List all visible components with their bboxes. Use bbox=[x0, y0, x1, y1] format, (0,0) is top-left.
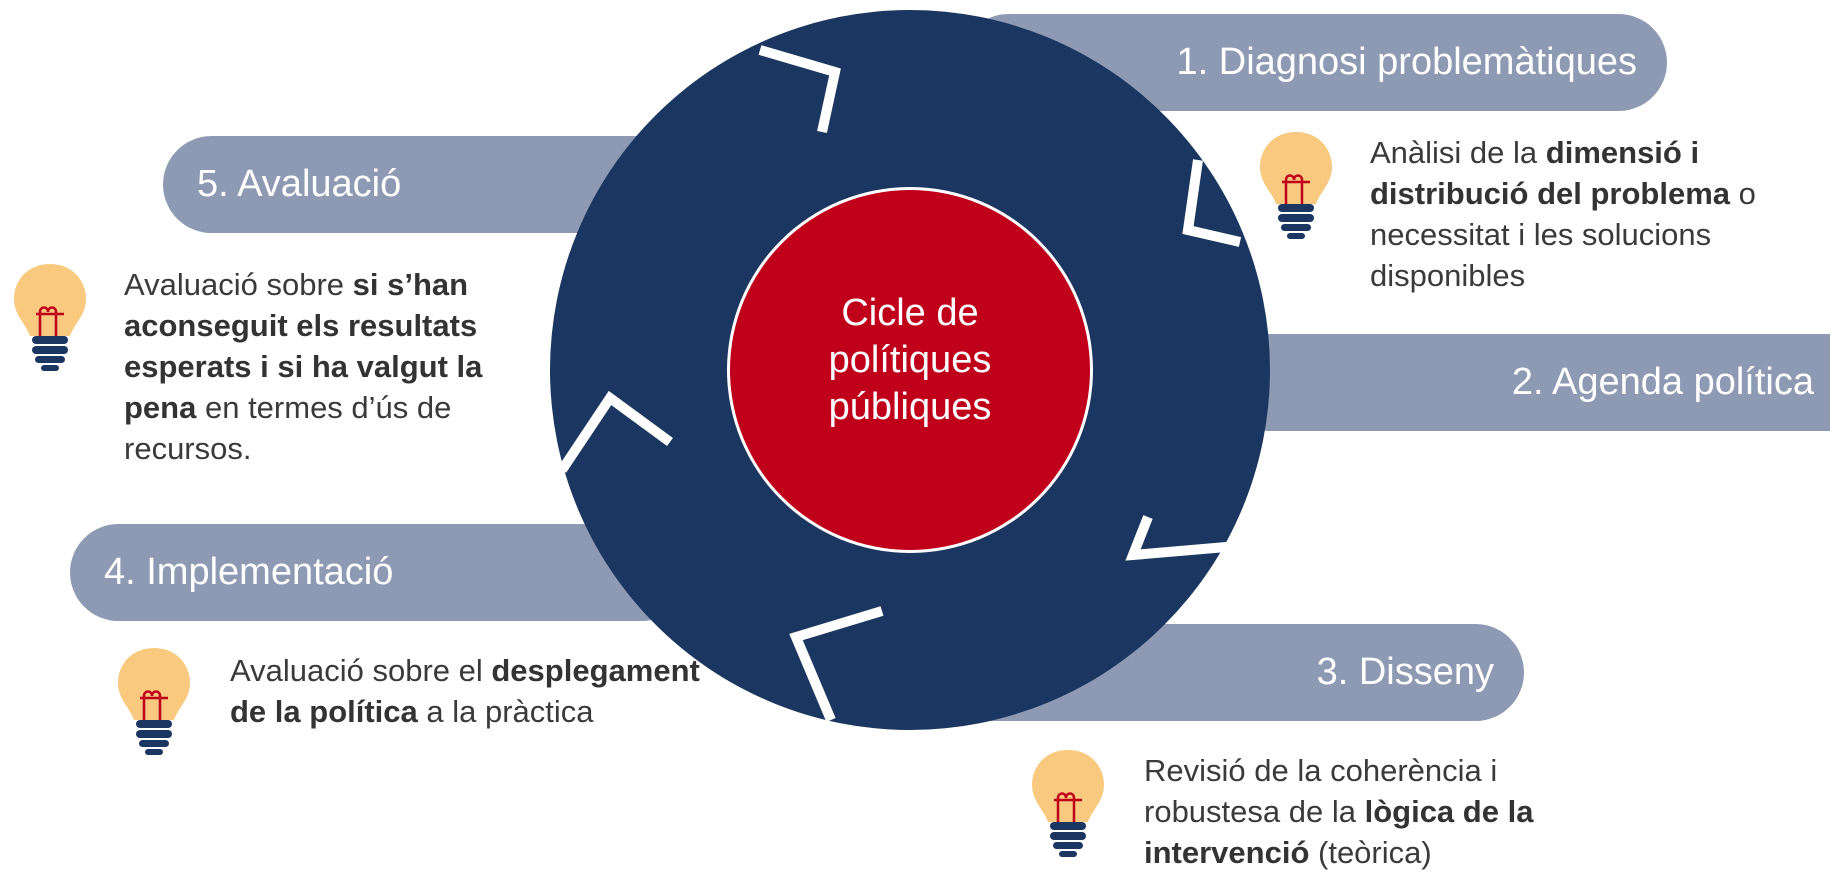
cycle-separator-bottom bbox=[789, 606, 884, 722]
center-title: Cicle de polítiques públiques bbox=[730, 290, 1090, 431]
stage-label-agenda: 2. Agenda política bbox=[1511, 361, 1814, 403]
desc-text: Anàlisi de la bbox=[1370, 135, 1546, 170]
desc-text: en termes d’ús de recursos. bbox=[124, 390, 452, 466]
desc-text: Revisió de la coherència i robustesa de … bbox=[1144, 753, 1498, 829]
stage-label-avaluacio: 5. Avaluació bbox=[197, 163, 402, 205]
lightbulb-icon bbox=[1260, 132, 1332, 239]
cycle-separator-top bbox=[758, 45, 841, 134]
desc-text: Avaluació sobre bbox=[124, 267, 353, 302]
cycle-arrow-separators bbox=[557, 45, 1242, 722]
stage-band-agenda: 2. Agenda política bbox=[1220, 334, 1830, 431]
desc-text: a la pràctica bbox=[417, 694, 594, 729]
desc-text-bold: si s’han aconseguit els resultats espera… bbox=[124, 267, 483, 425]
desc-text-bold: dimensió i distribució del problema bbox=[1370, 135, 1730, 211]
desc-text: o necessitat i les solucions disponibles bbox=[1370, 176, 1756, 293]
stage-label-disseny: 3. Disseny bbox=[1316, 651, 1494, 693]
lightbulb-icon bbox=[118, 648, 190, 755]
stage-label-diagnosi: 1. Diagnosi problemàtiques bbox=[1176, 41, 1638, 83]
center-title-line-2: polítiques bbox=[828, 339, 992, 381]
cycle-separator-right bbox=[1182, 159, 1242, 247]
stage-label-implementacio: 4. Implementació bbox=[104, 551, 394, 593]
lightbulb-icon bbox=[1032, 750, 1104, 857]
stage-band-implementacio: 4. Implementació bbox=[70, 524, 690, 621]
cycle-separator-left bbox=[557, 390, 673, 473]
lightbulb-icon bbox=[14, 264, 86, 371]
desc-text-bold: desplegament de la política bbox=[230, 653, 700, 729]
desc-text: Avaluació sobre el bbox=[230, 653, 492, 688]
center-title-line-1: Cicle de bbox=[841, 292, 979, 334]
stage-desc-avaluacio: Avaluació sobre si s’han aconseguit els … bbox=[124, 264, 529, 469]
desc-text: (teòrica) bbox=[1309, 835, 1432, 870]
center-title-line-3: públiques bbox=[828, 386, 992, 428]
stage-desc-diagnosi: Anàlisi de la dimensió i distribució del… bbox=[1370, 132, 1790, 296]
stage-desc-implementacio: Avaluació sobre el desplegament de la po… bbox=[230, 650, 700, 732]
center-circle bbox=[730, 190, 1090, 550]
cycle-separator-lower-right bbox=[1125, 515, 1239, 561]
stage-desc-disseny: Revisió de la coherència i robustesa de … bbox=[1144, 750, 1614, 873]
desc-text-bold: lògica de la intervenció bbox=[1144, 794, 1534, 870]
